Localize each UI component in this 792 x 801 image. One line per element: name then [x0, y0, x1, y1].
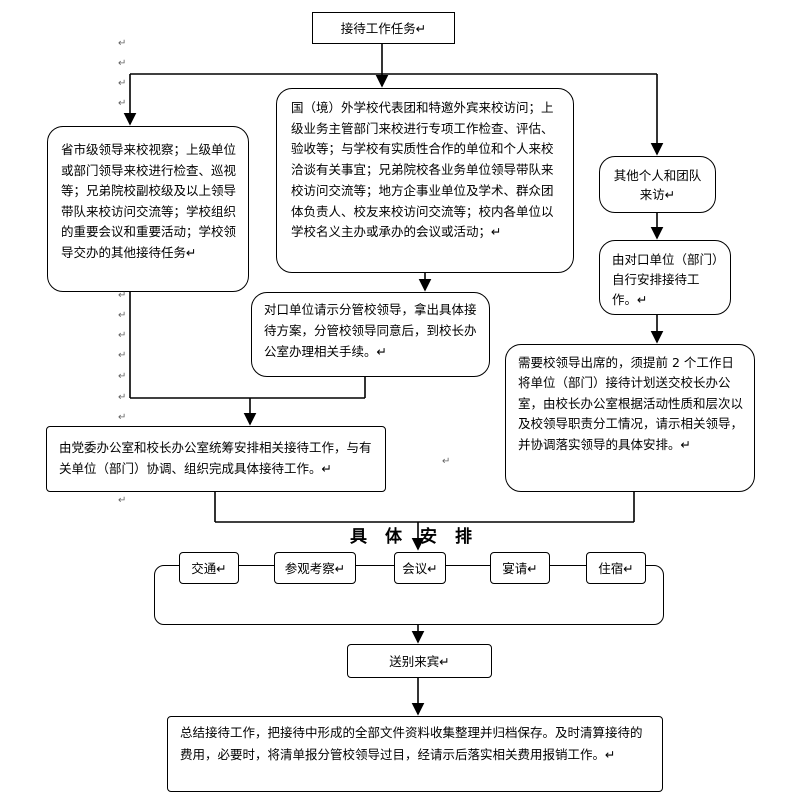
paragraph-mark: ↵	[118, 38, 127, 49]
middle-branch-box: 国（境）外学校代表团和特邀外宾来校访问；上级业务主管部门来校进行专项工作检查、评…	[276, 88, 574, 273]
right-branch-text: 其他个人和团队来访↵	[613, 167, 702, 202]
right-branch-box: 其他个人和团队来访↵	[599, 156, 716, 213]
arrangement-lodging-label: 住宿↵	[598, 560, 634, 576]
paragraph-mark: ↵	[118, 412, 127, 423]
approval-box: 对口单位请示分管校领导，拿出具体接待方案，分管校领导同意后，到校长办公室办理相关…	[251, 292, 490, 377]
start-task-box: 接待工作任务↵	[312, 12, 455, 44]
arrangement-transport: 交通↵	[179, 552, 239, 584]
self-arrange-text: 由对口单位（部门）自行安排接待工作。↵	[612, 252, 719, 307]
arrangement-visit: 参观考察↵	[274, 552, 356, 584]
paragraph-mark: ↵	[442, 456, 451, 467]
farewell-box: 送别来宾↵	[347, 644, 492, 678]
leader-needed-box: 需要校领导出席的，须提前 2 个工作日将单位（部门）接待计划送交校长办公室，由校…	[505, 344, 755, 492]
paragraph-mark: ↵	[118, 98, 127, 109]
summary-text: 总结接待工作，把接待中形成的全部文件资料收集整理并归档保存。及时清算接待的费用，…	[180, 725, 643, 762]
paragraph-mark: ↵	[118, 78, 127, 89]
arrangement-meeting-label: 会议↵	[402, 560, 438, 576]
office-coordinate-text: 由党委办公室和校长办公室统筹安排相关接待工作，与有关单位（部门）协调、组织完成具…	[59, 440, 372, 476]
arrangement-transport-label: 交通↵	[191, 560, 227, 576]
paragraph-mark: ↵	[118, 310, 127, 321]
arrangement-visit-label: 参观考察↵	[284, 560, 346, 576]
paragraph-mark: ↵	[118, 350, 127, 361]
leader-needed-text: 需要校领导出席的，须提前 2 个工作日将单位（部门）接待计划送交校长办公室，由校…	[518, 355, 744, 452]
arrangement-lodging: 住宿↵	[586, 552, 646, 584]
summary-box: 总结接待工作，把接待中形成的全部文件资料收集整理并归档保存。及时清算接待的费用，…	[167, 716, 663, 792]
office-coordinate-box: 由党委办公室和校长办公室统筹安排相关接待工作，与有关单位（部门）协调、组织完成具…	[46, 426, 386, 492]
middle-branch-text: 国（境）外学校代表团和特邀外宾来校访问；上级业务主管部门来校进行专项工作检查、评…	[291, 100, 554, 240]
paragraph-mark: ↵	[118, 58, 127, 69]
left-branch-text: 省市级领导来校视察；上级单位或部门领导来校进行检查、巡视等；兄弟院校副校级及以上…	[61, 142, 237, 260]
arrangement-banquet-label: 宴请↵	[502, 560, 538, 576]
approval-text: 对口单位请示分管校领导，拿出具体接待方案，分管校领导同意后，到校长办公室办理相关…	[264, 302, 477, 359]
paragraph-mark: ↵	[118, 495, 127, 506]
left-branch-box: 省市级领导来校视察；上级单位或部门领导来校进行检查、巡视等；兄弟院校副校级及以上…	[47, 126, 249, 292]
arrangement-banquet: 宴请↵	[490, 552, 550, 584]
paragraph-mark: ↵	[118, 330, 127, 341]
farewell-label: 送别来宾↵	[389, 653, 450, 669]
arrangement-meeting: 会议↵	[394, 552, 446, 584]
specific-arrangements-title: 具体安排	[350, 527, 490, 547]
self-arrange-box: 由对口单位（部门）自行安排接待工作。↵	[599, 240, 731, 315]
start-task-label: 接待工作任务↵	[340, 20, 427, 36]
paragraph-mark: ↵	[118, 392, 127, 403]
paragraph-mark: ↵	[118, 290, 127, 301]
paragraph-mark: ↵	[118, 371, 127, 382]
